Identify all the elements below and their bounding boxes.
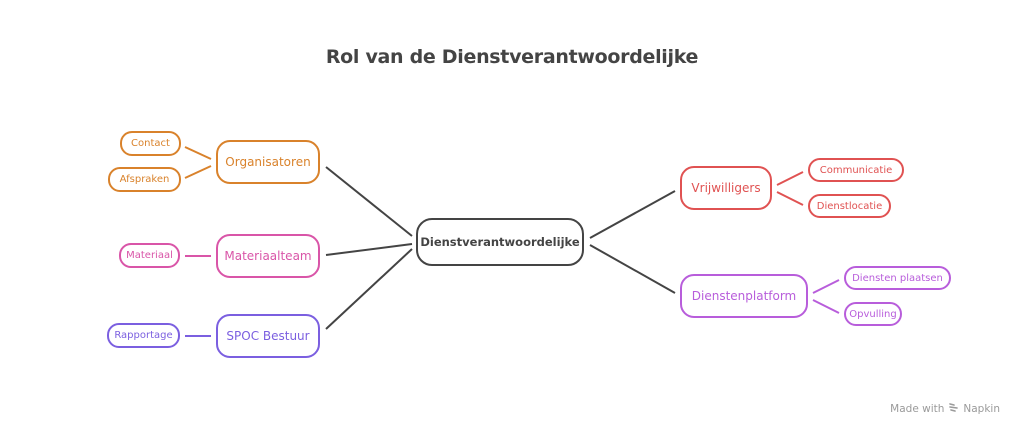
leaf-dienstlocatie[interactable]: Dienstlocatie — [808, 194, 891, 218]
branch-vrijwilligers[interactable]: Vrijwilligers — [680, 166, 772, 210]
diagram-title: Rol van de Dienstverantwoordelijke — [325, 46, 699, 68]
leaf-label: Communicatie — [819, 164, 893, 176]
leaf-label: Rapportage — [114, 330, 173, 341]
napkin-logo-icon — [948, 402, 959, 416]
leaf-label: Afspraken — [119, 174, 170, 185]
branch-organisatoren[interactable]: Organisatoren — [216, 140, 320, 184]
leaf-afspraken[interactable]: Afspraken — [108, 167, 181, 192]
leaf-label: Opvulling — [849, 308, 897, 320]
branch-label: SPOC Bestuur — [226, 329, 310, 343]
leaf-communicatie[interactable]: Communicatie — [808, 158, 904, 182]
branch-label: Materiaalteam — [224, 249, 312, 263]
center-node-label: Dienstverantwoordelijke — [420, 235, 580, 249]
leaf-opvulling[interactable]: Opvulling — [844, 302, 902, 326]
footer-brand: Napkin — [963, 403, 1000, 415]
leaf-label: Diensten plaatsen — [852, 272, 943, 284]
leaf-diensten-plaatsen[interactable]: Diensten plaatsen — [844, 266, 951, 290]
branch-spoc-bestuur[interactable]: SPOC Bestuur — [216, 314, 320, 358]
leaf-rapportage[interactable]: Rapportage — [107, 323, 180, 348]
leaf-label: Contact — [131, 138, 170, 149]
branch-label: Organisatoren — [225, 155, 311, 169]
leaf-label: Dienstlocatie — [816, 200, 883, 212]
leaf-label: Materiaal — [126, 250, 173, 261]
branch-materiaalteam[interactable]: Materiaalteam — [216, 234, 320, 278]
center-node[interactable]: Dienstverantwoordelijke — [416, 218, 584, 266]
branch-dienstenplatform[interactable]: Dienstenplatform — [680, 274, 808, 318]
branch-label: Dienstenplatform — [691, 289, 797, 303]
made-with-napkin: Made with Napkin — [890, 402, 1000, 416]
leaf-contact[interactable]: Contact — [120, 131, 181, 156]
branch-label: Vrijwilligers — [691, 181, 761, 195]
leaf-materiaal[interactable]: Materiaal — [119, 243, 180, 268]
footer-text: Made with — [890, 403, 945, 415]
